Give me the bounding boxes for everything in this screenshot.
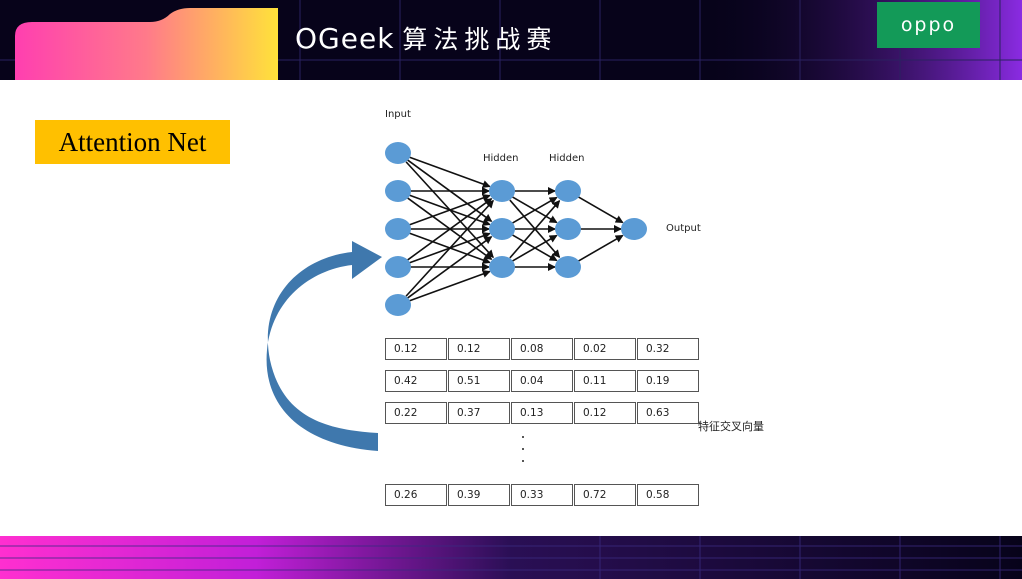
vector-ellipsis [520, 436, 526, 472]
ogeek-logo: OGeek 算法挑战赛 [295, 20, 557, 56]
network-edge [408, 156, 491, 188]
slide-title-badge: Attention Net [35, 120, 230, 164]
vector-row-3: 0.22 0.37 0.13 0.12 0.63 [385, 402, 699, 424]
vector-cell: 0.37 [448, 402, 510, 424]
layer-label-input: Input [385, 109, 411, 120]
vector-row-2: 0.42 0.51 0.04 0.11 0.19 [385, 370, 699, 392]
network-edge [407, 198, 493, 261]
vector-cell: 0.12 [574, 402, 636, 424]
header-decor-shape [15, 8, 278, 80]
network-node [385, 142, 411, 164]
network-node [555, 218, 581, 240]
network-node [489, 180, 515, 202]
vector-cell: 0.11 [574, 370, 636, 392]
curved-arrow-icon [266, 241, 382, 451]
vector-cell: 0.33 [511, 484, 573, 506]
network-node [385, 294, 411, 316]
vector-cell: 0.39 [448, 484, 510, 506]
network-edge [408, 194, 491, 226]
network-node [385, 180, 411, 202]
vector-row-4: 0.26 0.39 0.33 0.72 0.58 [385, 484, 699, 506]
network-nodes [385, 142, 647, 316]
logo-text: 算法挑战赛 [402, 25, 558, 54]
network-node [489, 218, 515, 240]
vector-cell: 0.63 [637, 402, 699, 424]
vector-cell: 0.26 [385, 484, 447, 506]
footer-banner [0, 536, 1022, 579]
network-node [555, 180, 581, 202]
oppo-brand: oppo [877, 2, 980, 48]
vector-cell: 0.58 [637, 484, 699, 506]
vector-cell: 0.72 [574, 484, 636, 506]
logo-mark: OGeek [295, 21, 395, 55]
network-node [385, 256, 411, 278]
slide-title: Attention Net [58, 126, 207, 157]
network-edge [512, 196, 558, 224]
vector-cell: 0.19 [637, 370, 699, 392]
network-edge [512, 234, 558, 262]
vector-cell: 0.42 [385, 370, 447, 392]
vector-row-1: 0.12 0.12 0.08 0.02 0.32 [385, 338, 699, 360]
brand-text: oppo [900, 14, 957, 36]
vector-cell: 0.13 [511, 402, 573, 424]
vector-label: 特征交叉向量 [698, 420, 764, 433]
network-edge [509, 200, 561, 259]
header-banner: OGeek 算法挑战赛 oppo [0, 0, 1022, 80]
network-edges [405, 156, 624, 302]
layer-label-hidden-1: Hidden [483, 153, 519, 164]
vector-cell: 0.08 [511, 338, 573, 360]
network-edge [578, 234, 624, 262]
network-edge [578, 196, 624, 224]
network-node [489, 256, 515, 278]
vector-cell: 0.02 [574, 338, 636, 360]
network-edge [405, 199, 494, 297]
vector-cell: 0.22 [385, 402, 447, 424]
footer-background [0, 536, 1022, 579]
network-node [555, 256, 581, 278]
vector-cell: 0.12 [448, 338, 510, 360]
layer-label-hidden-2: Hidden [549, 153, 585, 164]
vector-cell: 0.04 [511, 370, 573, 392]
network-node [385, 218, 411, 240]
vector-cell: 0.51 [448, 370, 510, 392]
vector-cell: 0.32 [637, 338, 699, 360]
vector-cell: 0.12 [385, 338, 447, 360]
network-edge [408, 270, 491, 302]
network-edge [407, 236, 493, 299]
layer-label-output: Output [666, 223, 701, 234]
network-node [621, 218, 647, 240]
